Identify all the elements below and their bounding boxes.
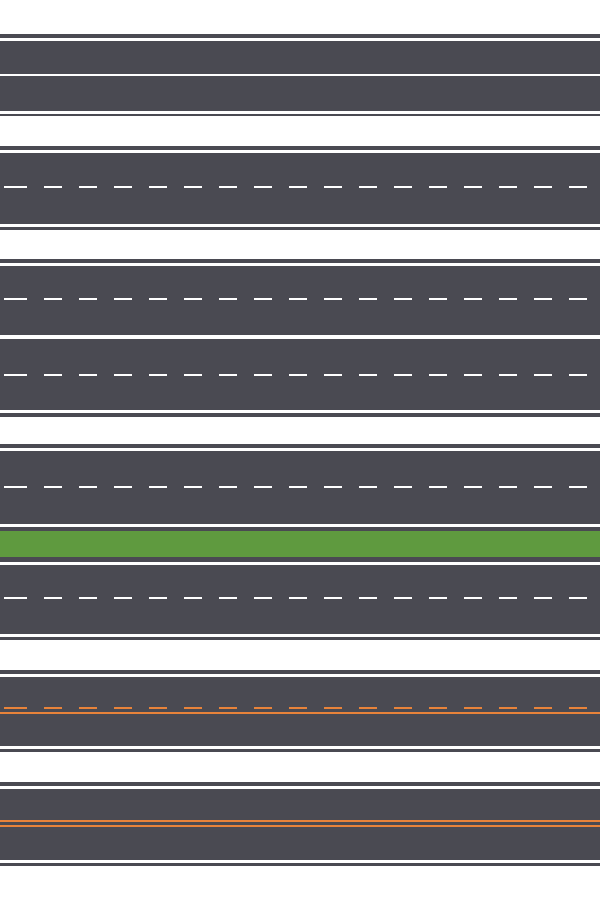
lane-line-dashed-white-upper xyxy=(0,486,600,488)
edge-line-bottom xyxy=(0,111,600,114)
edge-line-top xyxy=(0,263,600,266)
edge-line-top xyxy=(0,38,600,41)
grass-median xyxy=(0,529,600,559)
edge-line-bottom xyxy=(0,410,600,413)
center-line-dashed-orange xyxy=(0,707,600,709)
median-edge-lower xyxy=(0,562,600,565)
center-line-solid-orange-lower xyxy=(0,825,600,827)
edge-line-top xyxy=(0,150,600,153)
lane-line-dashed-white-lower xyxy=(0,374,600,376)
center-separator-solid-white xyxy=(0,335,600,339)
edge-line-top xyxy=(0,786,600,789)
edge-line-bottom xyxy=(0,746,600,749)
asphalt-surface xyxy=(0,670,600,752)
center-line-solid-white xyxy=(0,74,600,76)
center-line-dashed-white xyxy=(0,186,600,188)
edge-line-bottom xyxy=(0,634,600,637)
edge-line-top xyxy=(0,448,600,451)
edge-line-bottom xyxy=(0,860,600,863)
center-line-solid-orange-upper xyxy=(0,820,600,822)
asphalt-surface xyxy=(0,146,600,230)
edge-line-bottom xyxy=(0,224,600,227)
asphalt-surface xyxy=(0,782,600,866)
edge-line-top xyxy=(0,674,600,677)
center-line-solid-orange xyxy=(0,712,600,714)
lane-line-dashed-white-lower xyxy=(0,597,600,599)
lane-line-dashed-white-upper xyxy=(0,298,600,300)
median-edge-upper xyxy=(0,524,600,527)
asphalt-surface-lower xyxy=(0,559,600,640)
